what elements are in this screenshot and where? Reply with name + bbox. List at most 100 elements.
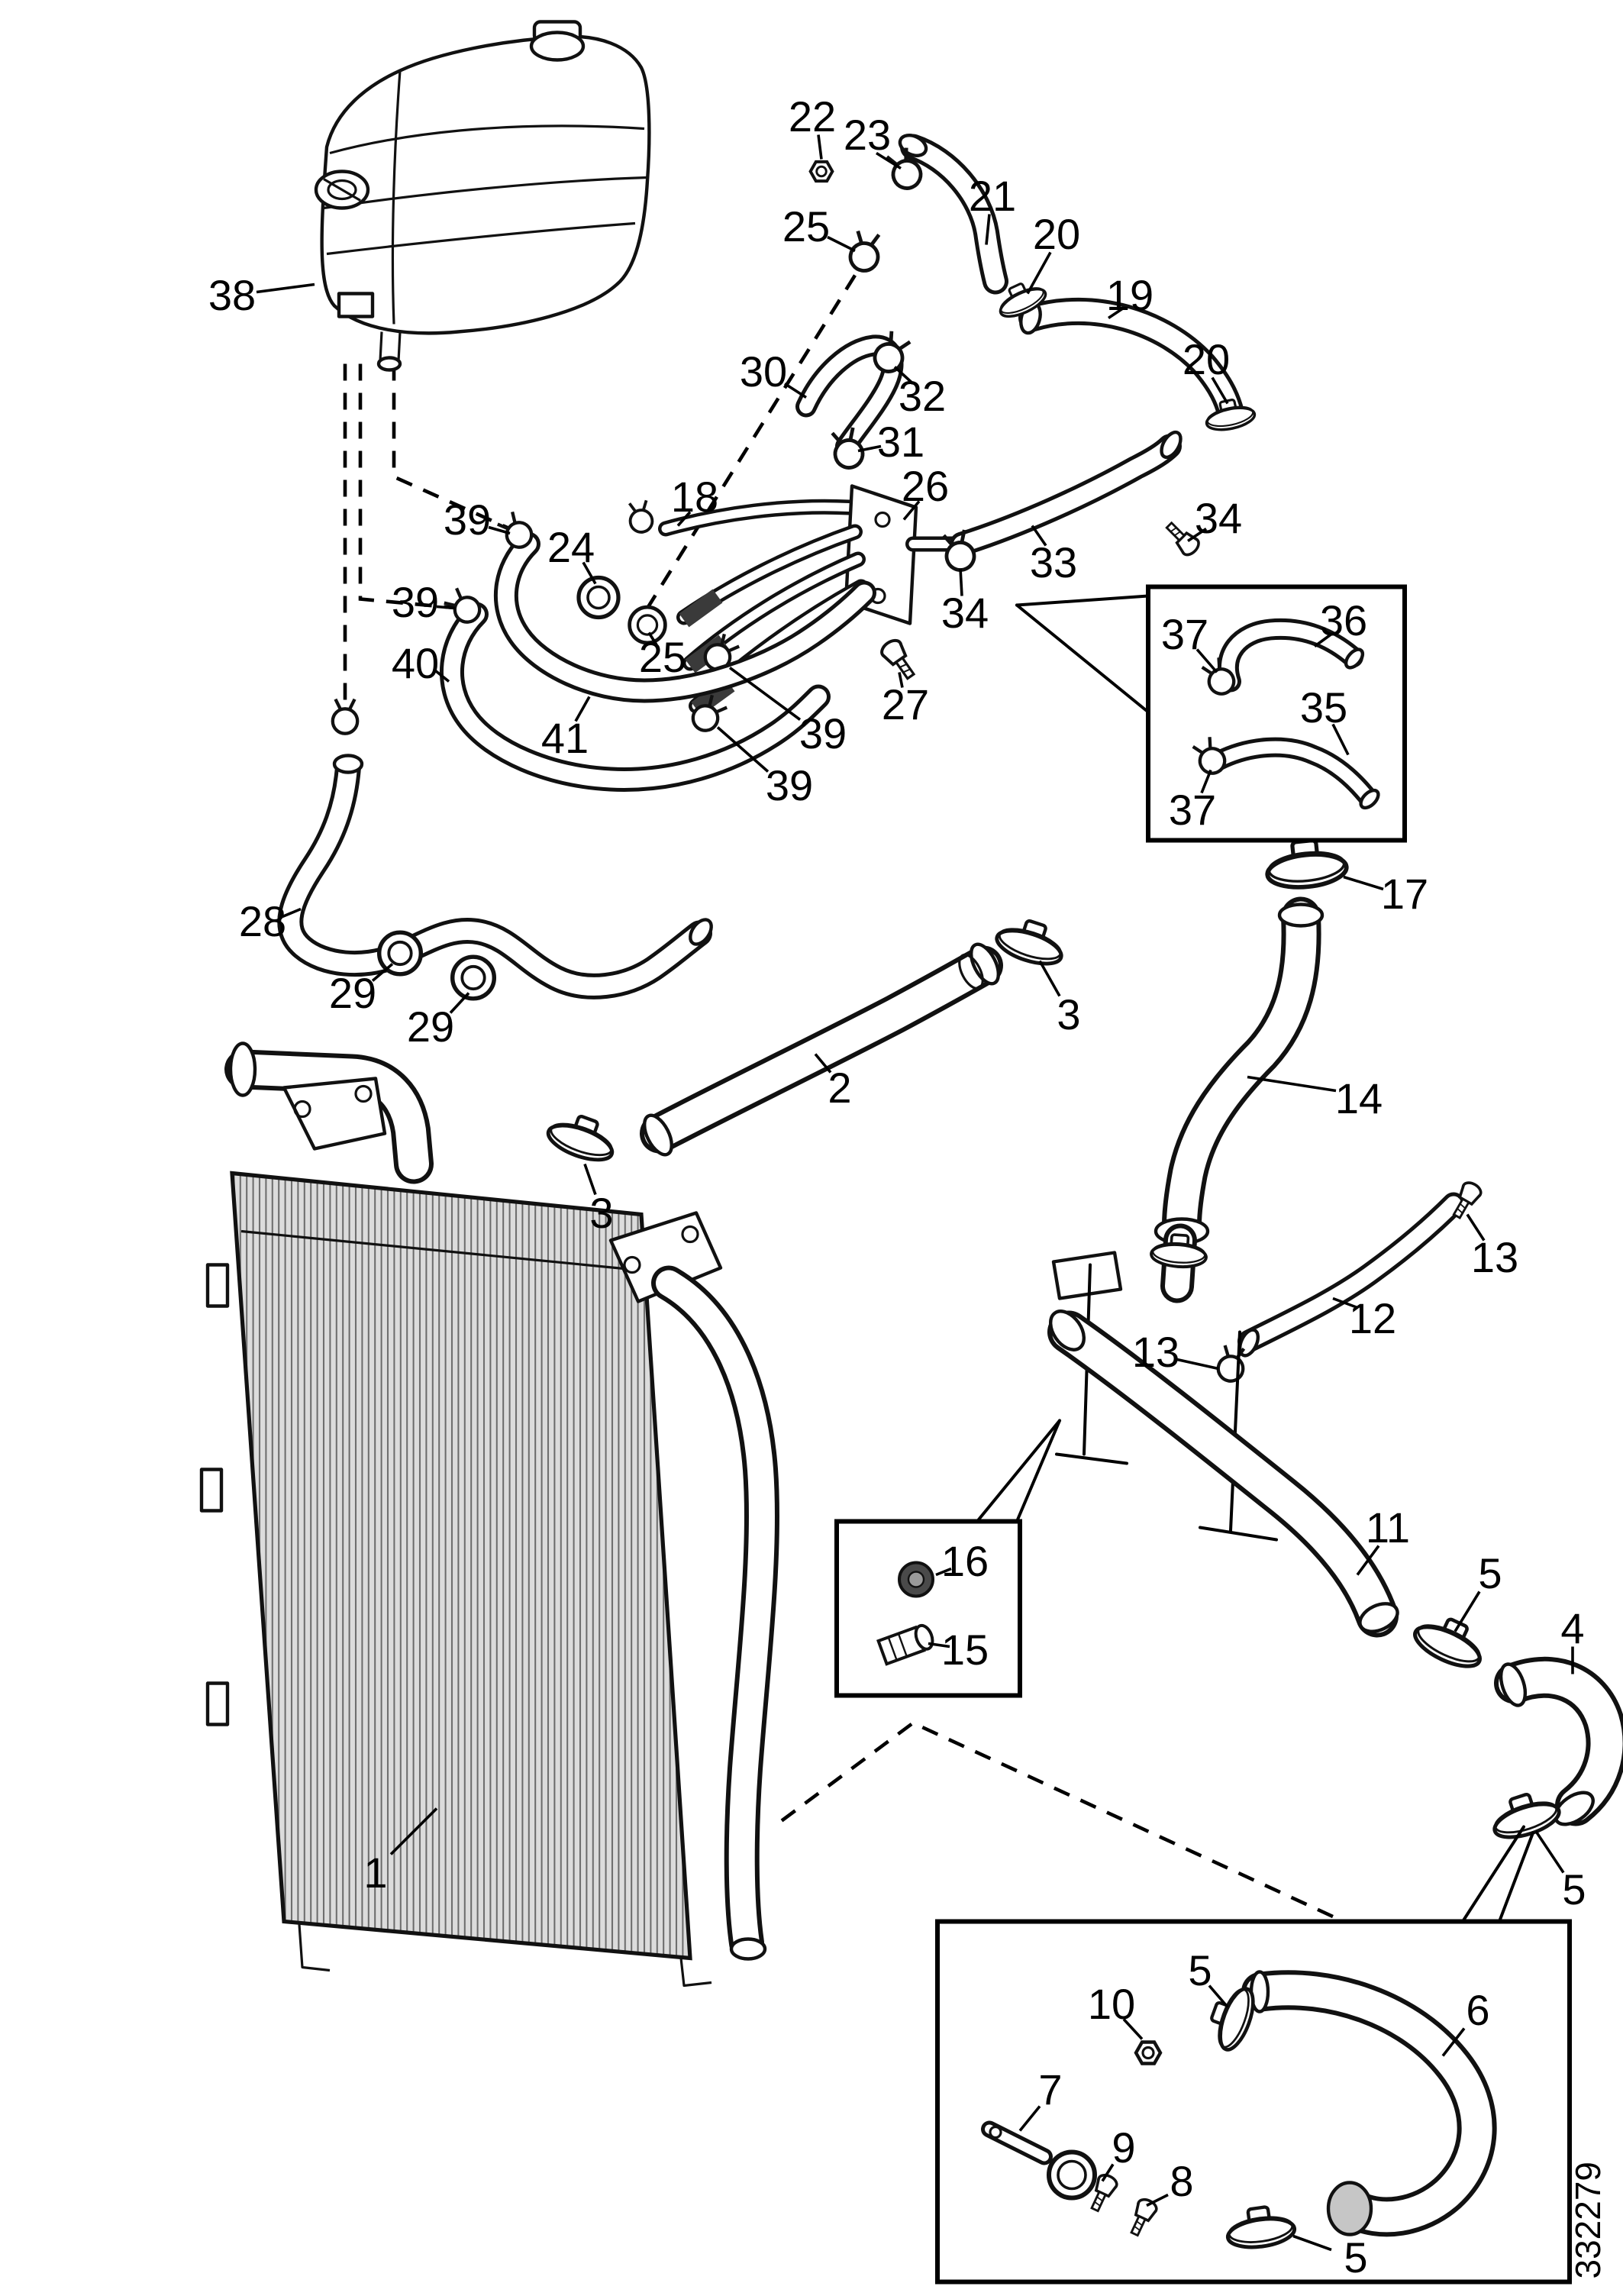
leader-line-11	[1356, 1545, 1380, 1576]
leader-line-12	[1332, 1297, 1358, 1309]
leader-line-34a	[959, 568, 963, 596]
callout-34b: 34	[1195, 494, 1242, 542]
callout-30: 30	[740, 347, 787, 396]
callout-28: 28	[239, 897, 286, 945]
coupler-29-b	[453, 957, 495, 999]
callout-1: 1	[363, 1849, 387, 1897]
callout-5c: 5	[1188, 1946, 1212, 1994]
hose-21-group	[808, 134, 1008, 295]
pipe-bracket-26	[625, 484, 966, 736]
callout-13a: 13	[1471, 1233, 1518, 1281]
callout-6: 6	[1466, 1986, 1489, 2034]
leader-line-39c	[728, 667, 802, 721]
pipe-2-group	[544, 913, 1069, 1167]
hoses-40-41	[440, 510, 876, 792]
callout-41: 41	[541, 714, 589, 762]
clamp-20-b	[1201, 394, 1258, 435]
callout-38: 38	[208, 271, 256, 319]
callout-35: 35	[1300, 683, 1347, 731]
elbow-4-group	[1487, 1656, 1623, 1844]
callout-8: 8	[1170, 2157, 1193, 2205]
callout-39b: 39	[392, 578, 439, 626]
leader-line-38	[256, 283, 315, 294]
nut-22	[808, 160, 834, 183]
callout-12: 12	[1349, 1294, 1396, 1342]
bracket-7	[981, 2120, 1097, 2201]
callout-5b: 5	[1562, 1865, 1586, 1913]
callout-13b: 13	[1132, 1328, 1179, 1376]
leader-line-15	[928, 1642, 950, 1649]
tank-outlet-nipple	[376, 331, 402, 372]
callout-7: 7	[1038, 2065, 1062, 2114]
callout-37b: 37	[1169, 786, 1216, 834]
leader-line-33	[1031, 525, 1047, 547]
leader-line-19	[1108, 308, 1123, 319]
callout-34a: 34	[941, 589, 989, 637]
leader-line-21	[985, 214, 991, 245]
callout-22: 22	[789, 92, 836, 140]
coupler-29-a	[379, 932, 421, 974]
clamp-13-b	[1216, 1345, 1247, 1383]
callout-25b: 25	[639, 633, 686, 681]
callout-14: 14	[1335, 1074, 1383, 1122]
leader-line-8	[1146, 2193, 1169, 2207]
leader-line-25b	[647, 631, 658, 646]
callout-31: 31	[877, 418, 924, 466]
leader-line-40	[432, 668, 450, 683]
hose-14-top-end	[1277, 903, 1325, 928]
leader-line-30	[784, 382, 807, 399]
radiator-core	[230, 1171, 692, 1961]
callout-11: 11	[1366, 1503, 1410, 1552]
callout-4: 4	[1560, 1604, 1584, 1652]
leader-line-27	[898, 672, 904, 688]
leader-line-17	[1343, 875, 1384, 891]
leader-line-5b	[1534, 1830, 1565, 1874]
pipe-11-right-end	[1358, 1602, 1399, 1633]
spring-clamp-route	[333, 699, 357, 734]
leader-line-7	[1018, 2105, 1041, 2132]
leader-line-16	[935, 1567, 952, 1577]
leader-line-39b	[436, 605, 456, 610]
leader-line-3a	[1038, 960, 1061, 997]
leader-line-28	[282, 907, 302, 919]
clamp-3-b	[544, 1107, 621, 1167]
callout-39d: 39	[766, 761, 813, 809]
callout-36: 36	[1320, 596, 1367, 644]
radiator-right-pipe	[608, 1211, 779, 1961]
leader-line-29b	[449, 992, 470, 1014]
leader-line-2	[814, 1053, 832, 1074]
leader-line-37b	[1200, 769, 1212, 794]
callout-39c: 39	[799, 709, 847, 757]
callout-2: 2	[828, 1064, 851, 1112]
clamp-5-d	[1225, 2204, 1296, 2251]
leader-line-5a	[1454, 1590, 1481, 1632]
spring-clamp-25	[848, 231, 882, 273]
callout-5d: 5	[1344, 2233, 1367, 2281]
callout-26: 26	[902, 462, 949, 510]
clamp-17	[1264, 837, 1348, 890]
expansion-tank	[314, 20, 651, 372]
callout-37a: 37	[1161, 610, 1208, 658]
radiator-bracket-1	[205, 1263, 230, 1308]
leader-line-5c	[1208, 1984, 1229, 2008]
hose-12-group	[1216, 1178, 1485, 1383]
radiator-bracket-2	[199, 1468, 224, 1513]
radiator-bracket-3	[205, 1681, 230, 1726]
ring-24	[579, 578, 618, 618]
callout-21: 21	[969, 172, 1016, 220]
leader-line-39d	[716, 726, 770, 773]
leader-line-23	[876, 151, 902, 170]
inset-box-35-37	[1015, 584, 1407, 843]
leader-line-24	[582, 561, 597, 585]
callout-20a: 20	[1033, 210, 1080, 258]
leader-line-14	[1247, 1075, 1337, 1093]
hose-28-group	[277, 699, 713, 999]
leader-line-10	[1122, 2018, 1144, 2040]
leader-line-39a	[488, 525, 511, 535]
pipe-11-left-end	[1048, 1309, 1086, 1351]
callout-27: 27	[882, 680, 929, 728]
callout-3a: 3	[1057, 990, 1080, 1038]
hose-36	[1221, 622, 1360, 689]
